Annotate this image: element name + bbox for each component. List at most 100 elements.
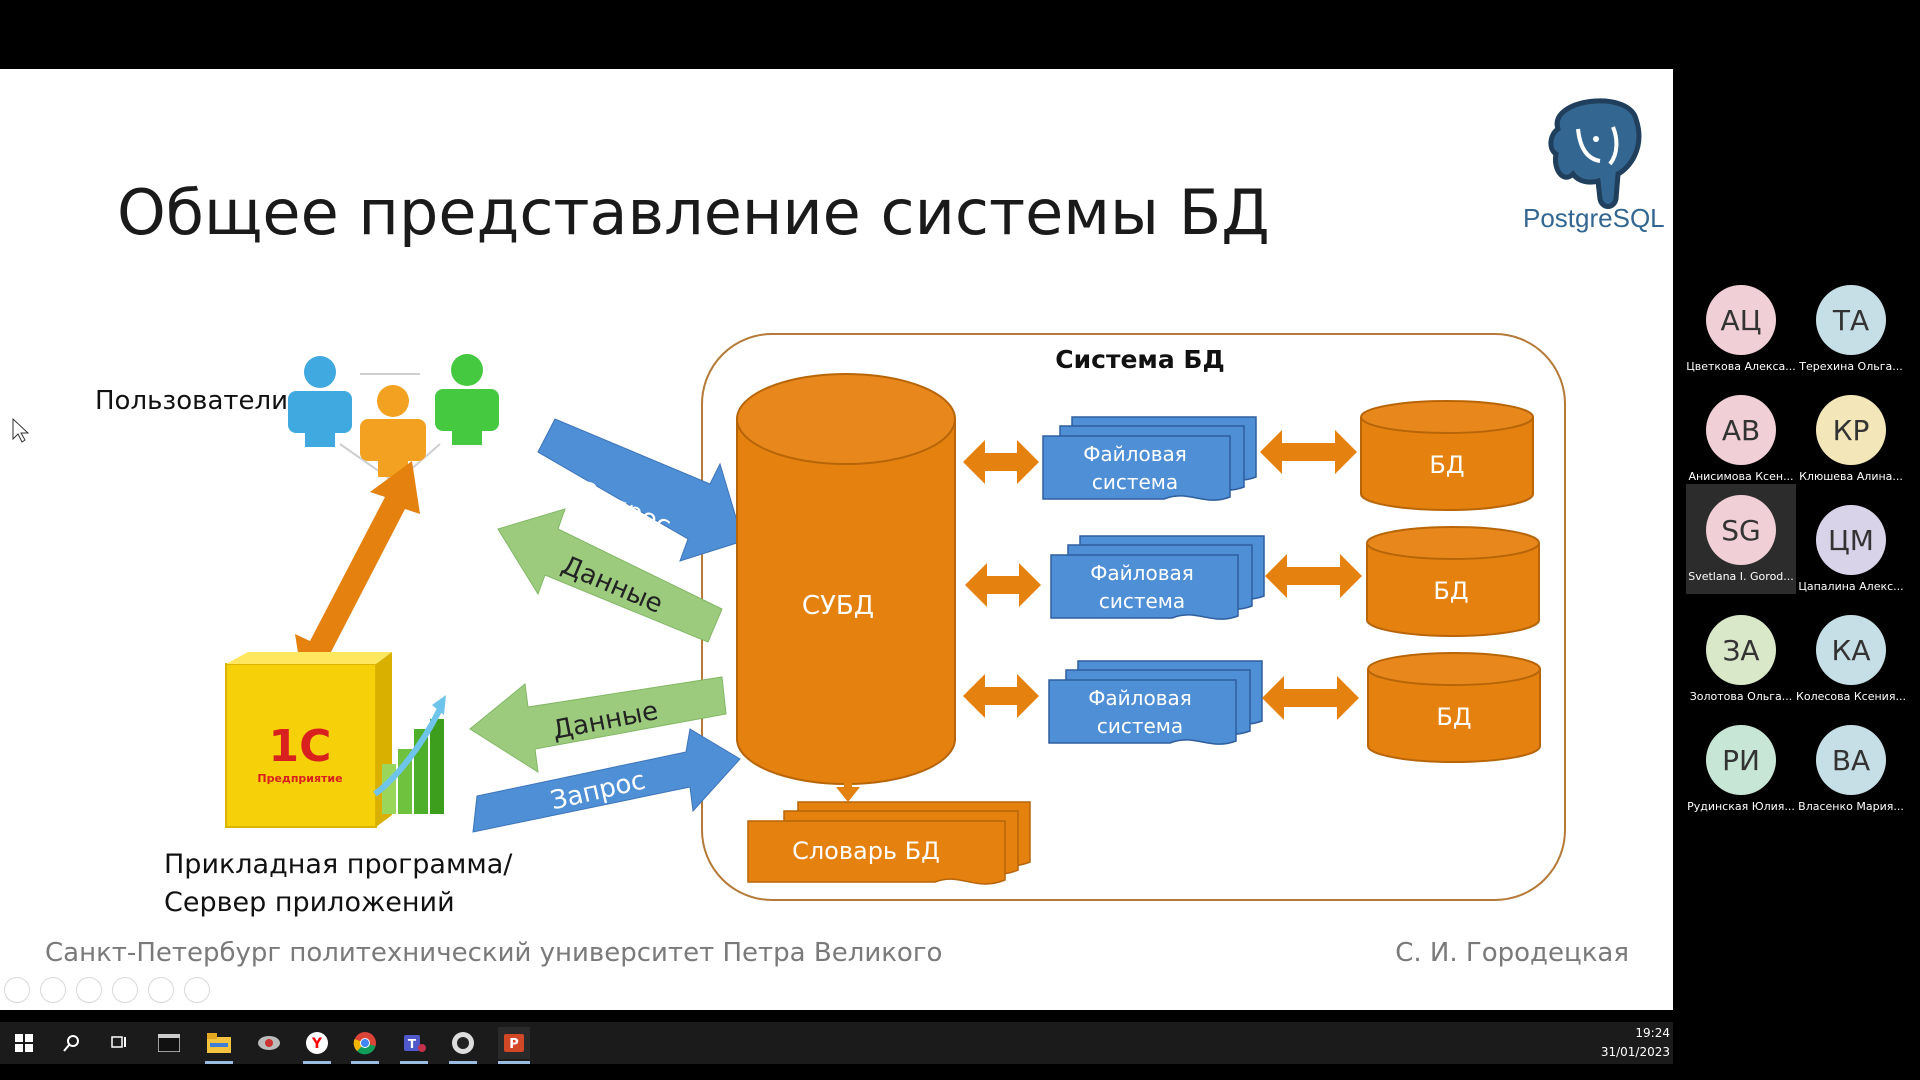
participant-tile[interactable]: ВА Власенко Мария...: [1796, 717, 1906, 827]
fs-db-arrow-1: [1260, 430, 1357, 474]
file-system-3: Файловая система: [1048, 660, 1263, 745]
clock-time: 19:24: [1635, 1026, 1670, 1040]
app-label-line1: Прикладная программа/: [164, 849, 513, 880]
avatar: АВ: [1706, 395, 1776, 465]
task-view-icon[interactable]: [105, 1029, 133, 1057]
participant-name: Цветкова Алекса...: [1686, 360, 1796, 373]
participant-name: Колесова Ксения...: [1796, 690, 1906, 703]
onec-logo-text: 1С: [269, 721, 332, 772]
terminal-icon[interactable]: [155, 1029, 183, 1057]
postgresql-wordmark: PostgreSQL: [1523, 203, 1665, 234]
slideshow-toolbar: [4, 977, 210, 1003]
avatar: КР: [1816, 395, 1886, 465]
app-icon[interactable]: [255, 1029, 283, 1057]
windows-start-icon[interactable]: [10, 1029, 38, 1057]
db-1-label: БД: [1429, 451, 1464, 479]
footer-author: С. И. Городецкая: [1395, 938, 1629, 968]
participant-tile-active[interactable]: SG Svetlana I. Gorod...: [1686, 484, 1796, 594]
svg-text:T: T: [408, 1037, 417, 1051]
participant-name: Анисимова Ксен...: [1688, 470, 1794, 483]
fs-1-line1: Файловая: [1083, 442, 1187, 466]
dictionary-label: Словарь БД: [792, 837, 940, 865]
more-options-icon[interactable]: [184, 977, 210, 1003]
participant-name: Клюшева Алина...: [1799, 470, 1903, 483]
logo-text-postgre: Postgre: [1523, 203, 1613, 233]
yandex-browser-icon[interactable]: Y: [303, 1029, 331, 1057]
participant-tile[interactable]: ТА Терехина Ольга...: [1796, 277, 1906, 387]
db-cylinder-1: БД: [1360, 400, 1534, 511]
active-app-indicator: [449, 1061, 477, 1064]
avatar: ЦМ: [1816, 505, 1886, 575]
clock-date: 31/01/2023: [1600, 1045, 1670, 1059]
system-title: Система БД: [1055, 345, 1224, 374]
file-system-2: Файловая система: [1050, 535, 1265, 620]
fs-2-line1: Файловая: [1090, 561, 1194, 585]
avatar: РИ: [1706, 725, 1776, 795]
svg-text:P: P: [509, 1037, 519, 1052]
app-server-label: Прикладная программа/ Сервер приложений: [164, 846, 512, 922]
dictionary-document: Словарь БД: [747, 801, 1031, 885]
participant-tile[interactable]: АВ Анисимова Ксен...: [1686, 387, 1796, 497]
avatar: АЦ: [1706, 285, 1776, 355]
users-icon: [288, 354, 499, 480]
participant-tile[interactable]: ЗА Золотова Ольга...: [1686, 607, 1796, 717]
avatar: ТА: [1816, 285, 1886, 355]
active-app-indicator: [351, 1061, 379, 1064]
taskbar-clock[interactable]: 19:24 31/01/2023: [1590, 1024, 1670, 1062]
users-label: Пользователи: [95, 386, 289, 416]
dbms-fs-arrow-2: [965, 563, 1041, 607]
active-app-indicator: [498, 1061, 530, 1064]
dbms-fs-arrow-1: [963, 440, 1039, 484]
mouse-cursor-icon: [12, 417, 30, 443]
file-system-1: Файловая система: [1042, 416, 1257, 501]
svg-text:Y: Y: [311, 1036, 323, 1052]
slide-title: Общее представление системы БД: [117, 176, 1270, 249]
participant-name: Золотова Ольга...: [1689, 690, 1793, 703]
participant-name: Власенко Мария...: [1798, 800, 1904, 813]
db-system-diagram: Система БД 1С Предприятие: [12, 333, 1566, 901]
participant-tile[interactable]: АЦ Цветкова Алекса...: [1686, 277, 1796, 387]
logo-text-sql: SQL: [1612, 203, 1665, 233]
avatar: SG: [1706, 495, 1776, 565]
participant-tile[interactable]: КР Клюшева Алина...: [1796, 387, 1906, 497]
participant-name: Терехина Ольга...: [1799, 360, 1903, 373]
participant-name: Рудинская Юлия...: [1687, 800, 1795, 813]
app-penguin-icon[interactable]: [449, 1029, 477, 1057]
prev-slide-icon[interactable]: [4, 977, 30, 1003]
avatar: ВА: [1816, 725, 1886, 795]
fs-db-arrow-3: [1262, 676, 1359, 720]
active-app-indicator: [205, 1061, 233, 1064]
participant-tile[interactable]: РИ Рудинская Юлия...: [1686, 717, 1796, 827]
active-app-indicator: [303, 1061, 331, 1064]
footer-university: Санкт-Петербург политехнический универси…: [45, 938, 943, 968]
pen-icon[interactable]: [76, 977, 102, 1003]
postgresql-elephant-icon: [1548, 98, 1642, 209]
onec-sub-text: Предприятие: [257, 772, 342, 785]
users-app-double-arrow: [295, 461, 420, 684]
file-explorer-icon[interactable]: [205, 1029, 233, 1057]
powerpoint-icon[interactable]: P: [498, 1027, 530, 1059]
fs-3-line2: система: [1097, 714, 1183, 738]
chrome-icon[interactable]: [351, 1029, 379, 1057]
zoom-icon[interactable]: [148, 977, 174, 1003]
dbms-dictionary-arrow: [836, 756, 860, 802]
db-3-label: БД: [1436, 703, 1471, 731]
db-cylinder-2: БД: [1366, 526, 1540, 637]
participant-name: Svetlana I. Gorod...: [1688, 570, 1794, 583]
slides-grid-icon[interactable]: [112, 977, 138, 1003]
fs-2-line2: система: [1099, 589, 1185, 613]
dbms-fs-arrow-3: [963, 674, 1039, 718]
app-label-line2: Сервер приложений: [164, 887, 455, 918]
next-slide-icon[interactable]: [40, 977, 66, 1003]
dbms-label: СУБД: [802, 591, 874, 621]
participant-name: Цапалина Алекс...: [1798, 580, 1904, 593]
teams-icon[interactable]: T: [400, 1029, 428, 1057]
participant-tile[interactable]: КА Колесова Ксения...: [1796, 607, 1906, 717]
db-cylinder-3: БД: [1367, 652, 1541, 763]
presentation-slide: Общее представление системы БД PostgreSQ…: [0, 69, 1673, 1010]
fs-3-line1: Файловая: [1088, 686, 1192, 710]
participant-tile[interactable]: ЦМ Цапалина Алекс...: [1796, 497, 1906, 607]
search-icon[interactable]: [58, 1029, 86, 1057]
avatar: ЗА: [1706, 615, 1776, 685]
fs-1-line2: система: [1092, 470, 1178, 494]
